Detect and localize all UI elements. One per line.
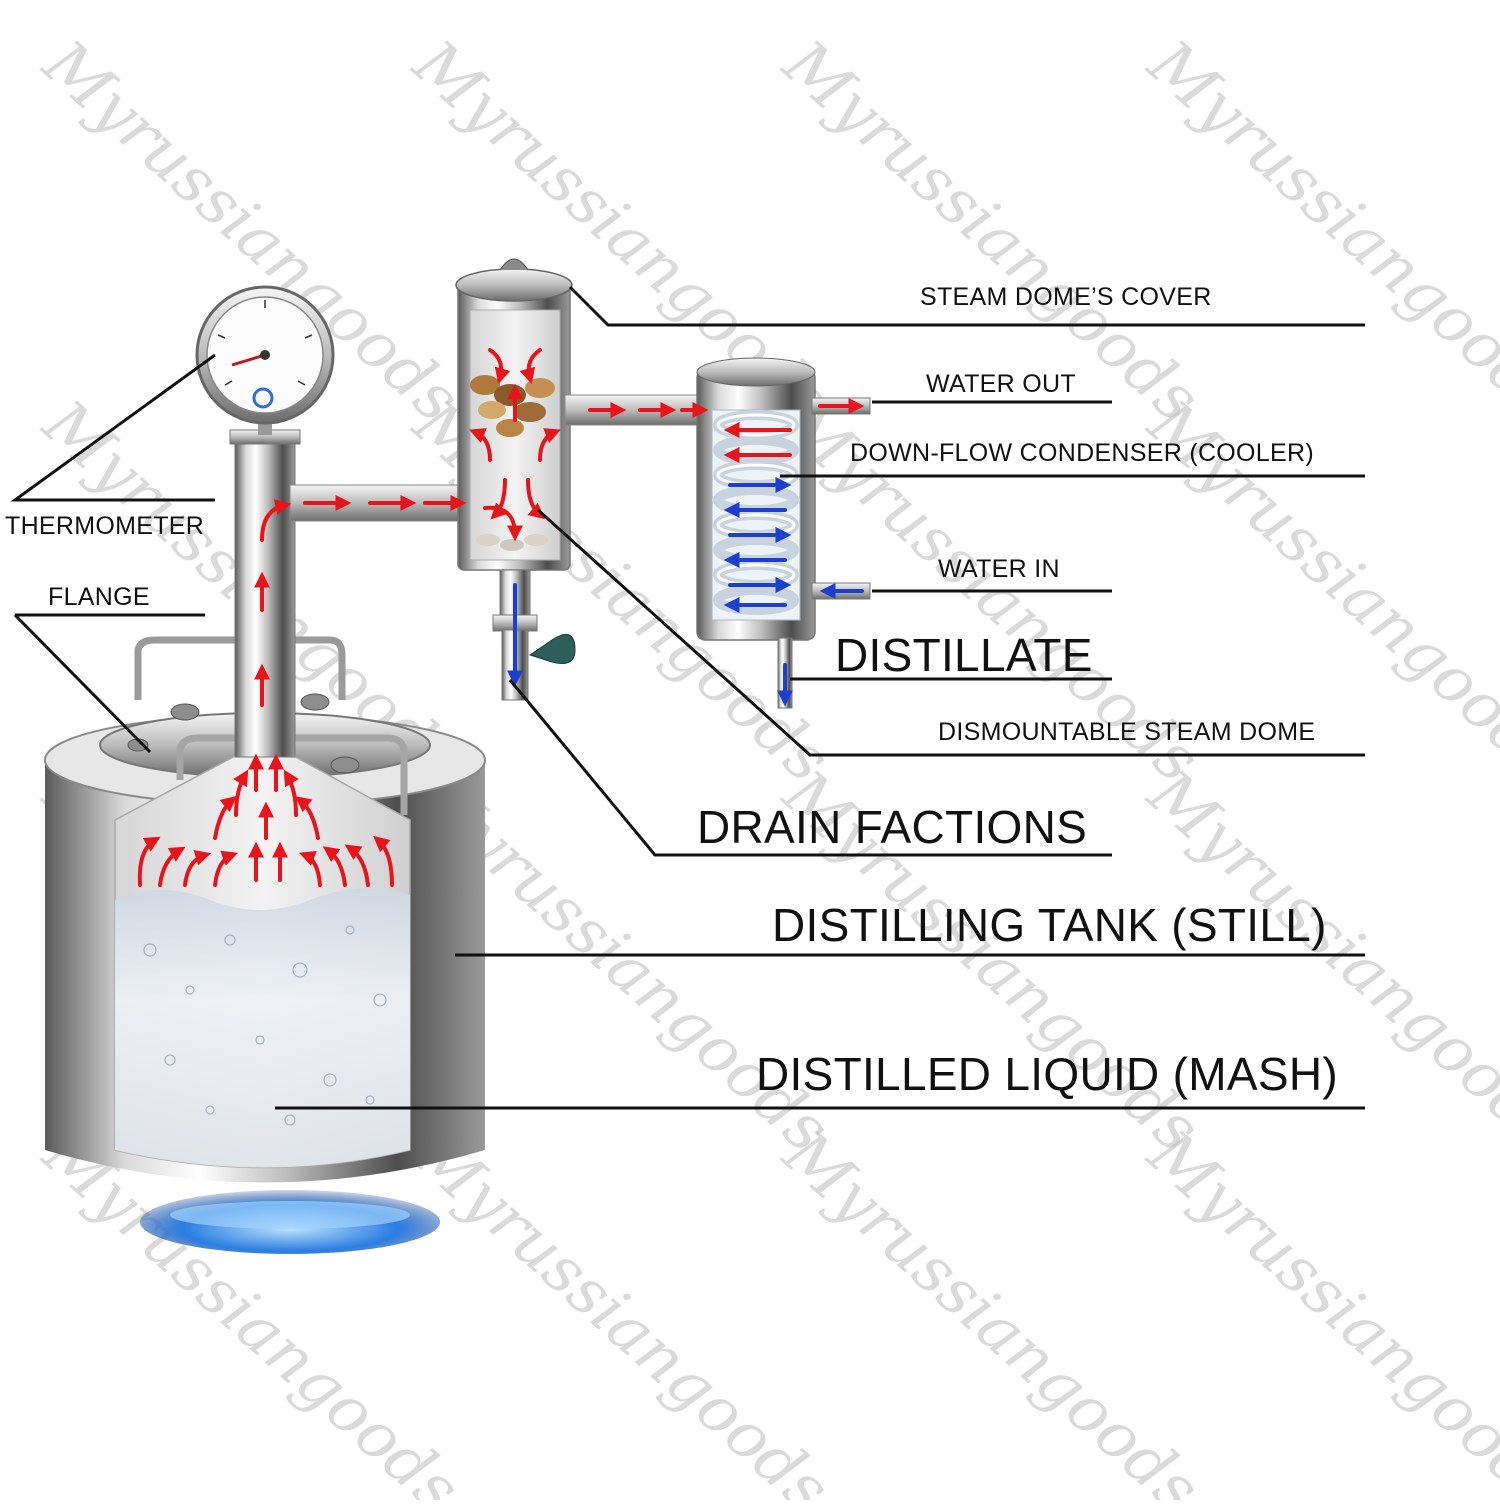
label-thermometer: THERMOMETER	[5, 512, 205, 540]
leader-dismountable-dome	[536, 508, 1365, 757]
burner-flame	[140, 1190, 440, 1254]
water-flow-arrows	[507, 477, 864, 707]
watermark: Myrussiangoods	[1134, 1116, 1500, 1500]
leader-thermometer	[10, 353, 216, 502]
label-flange: FLANGE	[48, 583, 150, 611]
label-steam-dome-cover: STEAM DOME’S COVER	[920, 283, 1212, 311]
steam-dome	[455, 258, 711, 701]
label-dismountable-dome: DISMOUNTABLE STEAM DOME	[938, 718, 1316, 746]
leader-flange	[13, 613, 152, 754]
label-water-out: WATER OUT	[926, 370, 1076, 398]
thermometer-gauge	[195, 285, 335, 435]
label-condenser: DOWN-FLOW CONDENSER (COOLER)	[850, 439, 1314, 467]
label-drain-factions: DRAIN FACTIONS	[697, 801, 1088, 853]
steam-flow-arrows	[137, 348, 865, 887]
label-distillate: DISTILLATE	[835, 629, 1093, 681]
label-water-in: WATER IN	[938, 555, 1060, 583]
label-distilled-liquid: DISTILLED LIQUID (MASH)	[756, 1048, 1338, 1100]
leader-steam-dome-cover	[568, 285, 1365, 327]
label-distilling-tank: DISTILLING TANK (STILL)	[772, 899, 1327, 951]
leader-drain-factions	[508, 679, 1112, 857]
leader-lines	[10, 285, 1365, 1110]
mash-liquid	[115, 888, 410, 1168]
